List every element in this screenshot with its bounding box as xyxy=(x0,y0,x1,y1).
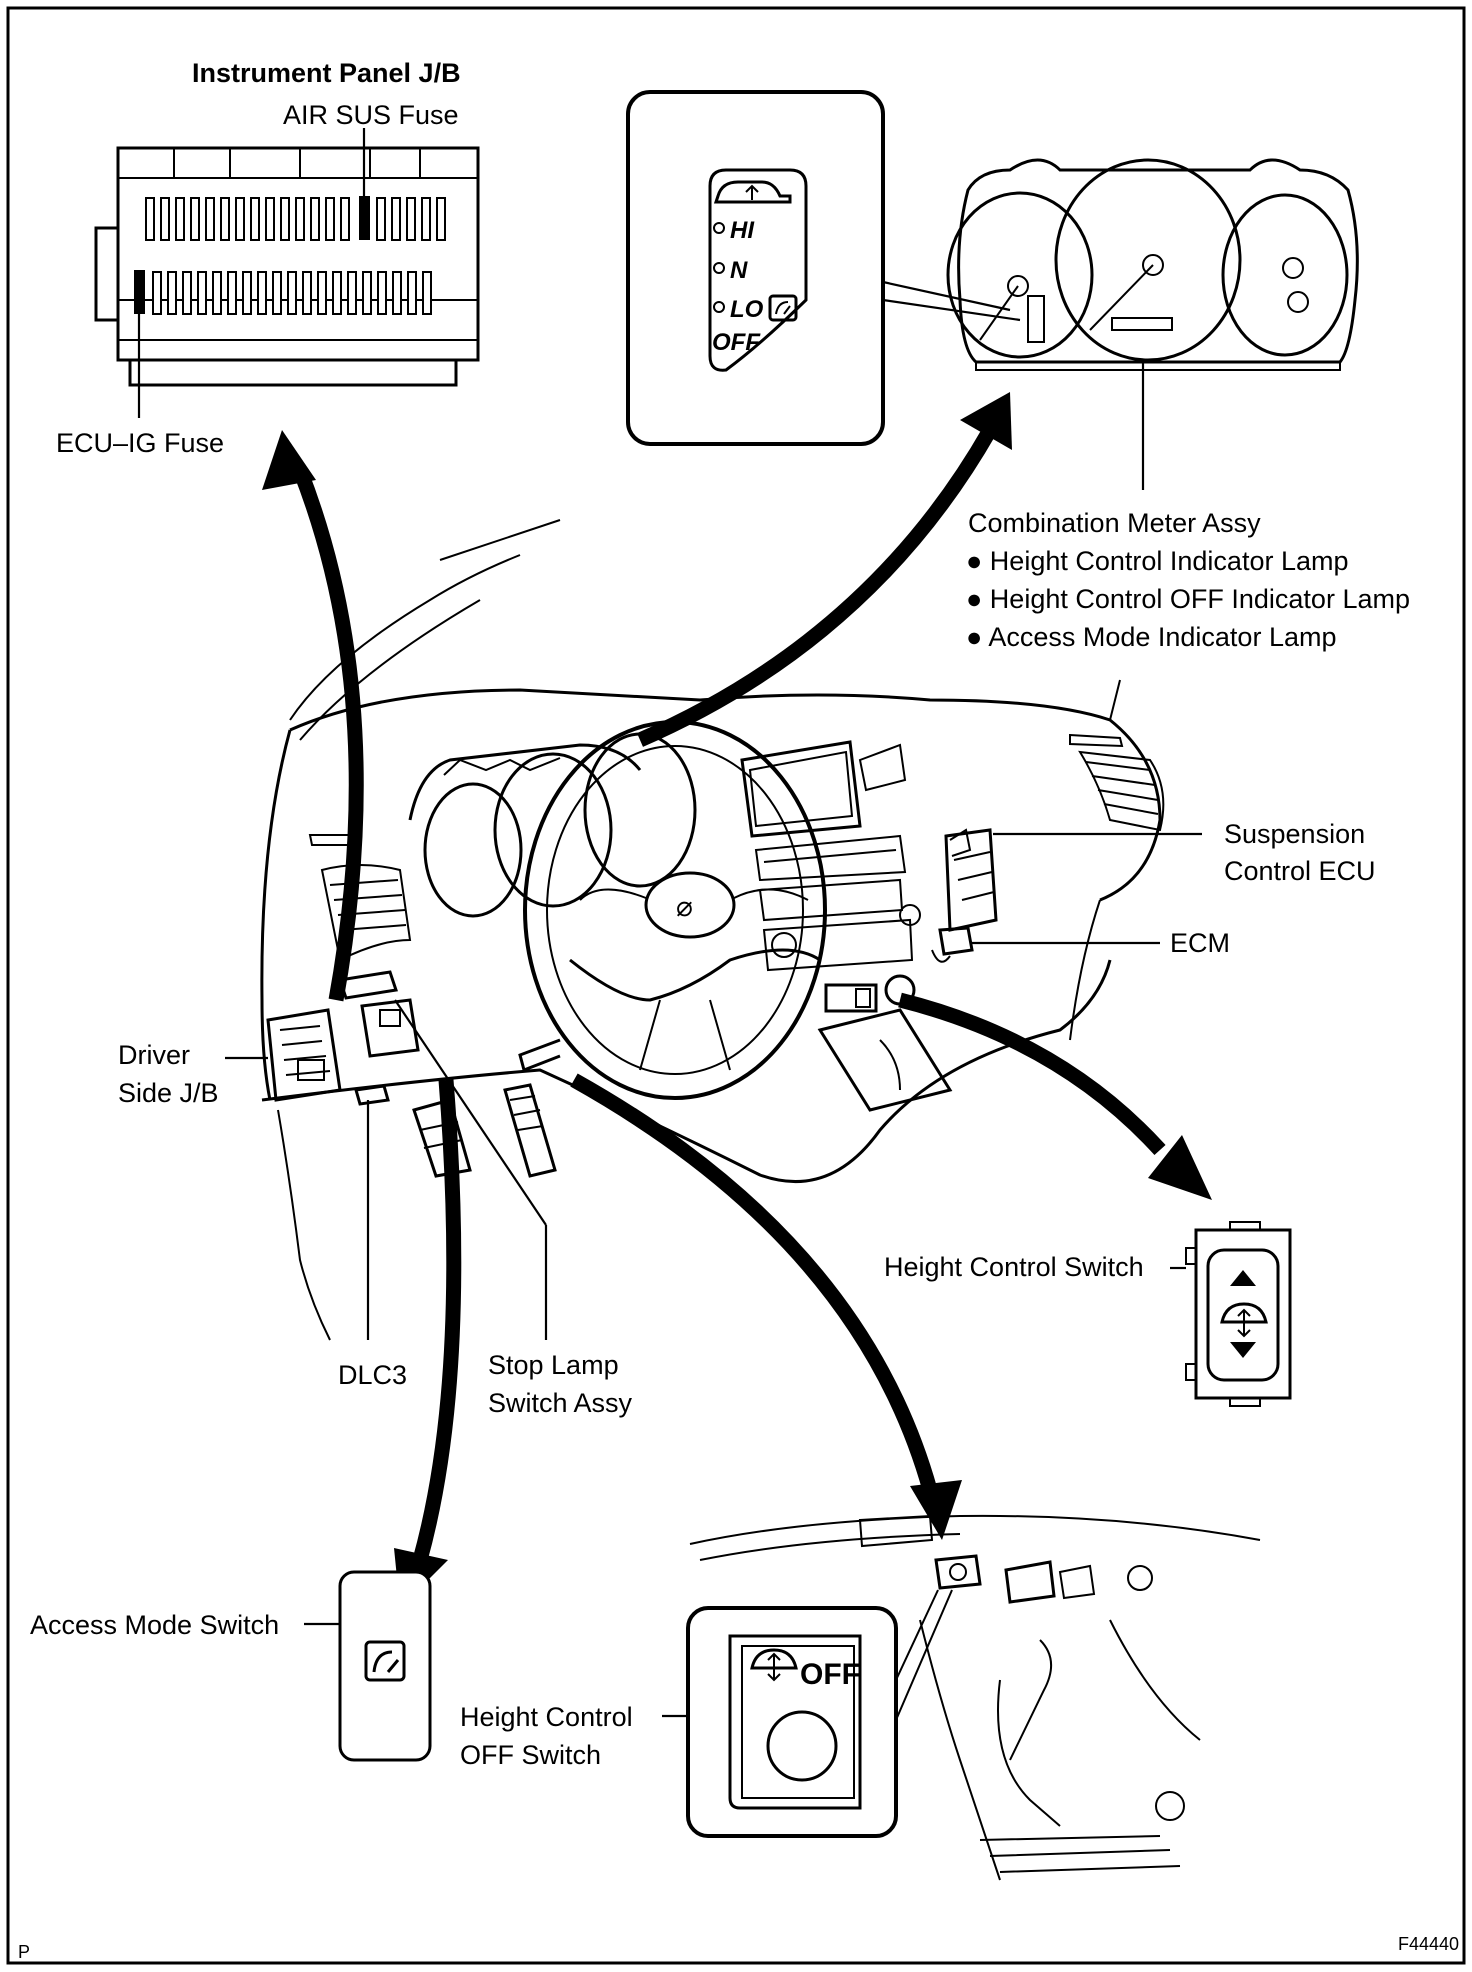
height-control-switch-label: Height Control Switch xyxy=(884,1252,1144,1282)
height-control-indicator-item: ● Height Control Indicator Lamp xyxy=(966,546,1349,576)
figure-code: F44440 xyxy=(1398,1934,1459,1954)
driver-jb-label-line1: Driver xyxy=(118,1040,190,1070)
access-mode-icon xyxy=(364,1640,406,1682)
arrow-to-combination-meter xyxy=(637,392,1012,747)
indicator-callout: HI N LO OFF xyxy=(626,90,1021,446)
car-height-icon xyxy=(713,180,792,204)
dlc3-label: DLC3 xyxy=(338,1360,407,1390)
instrument-panel-jb-title: Instrument Panel J/B xyxy=(192,58,461,88)
off-switch-text: OFF xyxy=(800,1658,860,1691)
indicator-lo: LO xyxy=(730,296,764,323)
lower-fuse-row xyxy=(134,270,432,315)
height-off-switch-label-line1: Height Control xyxy=(460,1702,633,1732)
arrow-to-height-control-switch xyxy=(898,992,1212,1200)
driver-jb-label-line2: Side J/B xyxy=(118,1078,219,1108)
access-mode-switch-drawing xyxy=(304,1570,432,1762)
access-mode-indicator-item: ● Access Mode Indicator Lamp xyxy=(966,622,1337,652)
combination-meter-drawing xyxy=(946,158,1359,490)
stop-lamp-label-line2: Switch Assy xyxy=(488,1388,633,1418)
height-off-switch-label-line2: OFF Switch xyxy=(460,1740,601,1770)
stop-lamp-label-line1: Stop Lamp xyxy=(488,1350,619,1380)
suspension-ecu-label-line2: Control ECU xyxy=(1224,856,1376,886)
page-frame xyxy=(6,6,1466,1965)
height-control-switch-drawing xyxy=(1170,1221,1292,1407)
up-arrow-icon xyxy=(1230,1270,1256,1286)
arrow-to-instrument-panel-jb xyxy=(262,430,364,1002)
down-arrow-icon xyxy=(1230,1342,1256,1358)
combination-meter-label: Combination Meter Assy xyxy=(968,508,1261,538)
ecu-ig-fuse-label: ECU–IG Fuse xyxy=(56,428,224,458)
indicator-n: N xyxy=(730,257,748,284)
air-sus-fuse-label: AIR SUS Fuse xyxy=(283,100,459,130)
arrow-to-access-mode-switch xyxy=(394,1079,462,1608)
height-off-switch-callout: OFF xyxy=(662,1589,953,1838)
console-detail-drawing xyxy=(689,1514,1261,1881)
access-mode-switch-label: Access Mode Switch xyxy=(30,1610,279,1640)
indicator-off: OFF xyxy=(712,329,761,356)
upper-fuse-row xyxy=(145,196,446,241)
height-control-off-indicator-item: ● Height Control OFF Indicator Lamp xyxy=(966,584,1410,614)
instrument-panel-jb-drawing xyxy=(94,128,480,418)
arrow-to-height-off-switch xyxy=(570,1073,962,1540)
corner-code-left: P xyxy=(18,1942,30,1962)
suspension-ecu-label-line1: Suspension xyxy=(1224,819,1365,849)
dashboard-drawing: ⌀ xyxy=(260,519,1165,1341)
lexus-logo: ⌀ xyxy=(676,891,693,922)
indicator-hi: HI xyxy=(730,217,755,244)
ecm-label: ECM xyxy=(1170,928,1230,958)
